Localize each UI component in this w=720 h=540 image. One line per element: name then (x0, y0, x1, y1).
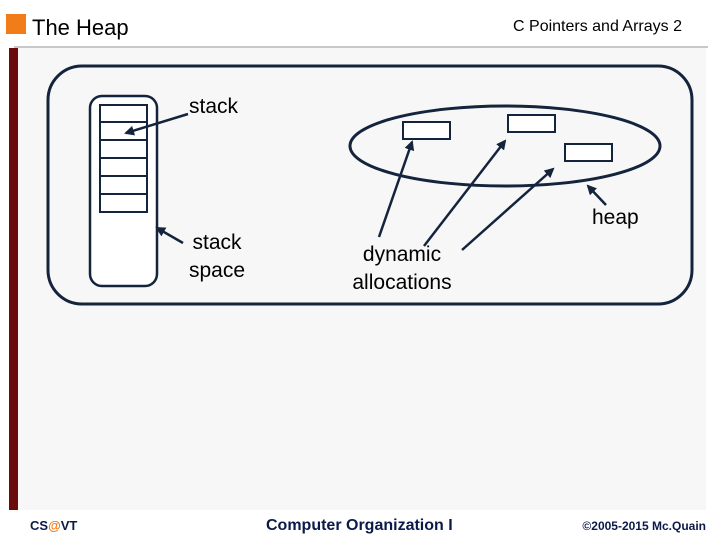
stack-frame (99, 157, 148, 177)
footer-department: CS@VT (30, 516, 77, 536)
slide-header-right: C Pointers and Arrays 2 (513, 17, 682, 37)
footer-course: Computer Organization I (266, 517, 453, 534)
dynamic-allocations-line2: allocations (352, 271, 452, 294)
arrows (124, 112, 607, 251)
dynamic-allocations-line1: dynamic (362, 243, 442, 266)
heap-block (402, 121, 451, 140)
title-accent-square (6, 14, 26, 34)
stack-frame (99, 175, 148, 195)
stack-frames (99, 104, 148, 213)
slide-title: The Heap (32, 15, 129, 40)
dynamic-allocations-label: dynamic allocations (336, 241, 468, 297)
arrow-allocation-2 (423, 139, 507, 247)
stack-space-label-line1: stack (192, 231, 242, 254)
stack-label: stack (189, 95, 239, 118)
course-title: C Pointers and Arrays (513, 18, 669, 35)
stack-space-label: stack space (176, 229, 258, 285)
footer-dept-suffix: VT (60, 518, 78, 533)
heap-label: heap (592, 206, 639, 229)
left-accent-bar (9, 48, 18, 510)
heap-region (348, 104, 662, 188)
heap-block (564, 143, 613, 162)
arrow-allocation-1 (377, 140, 415, 238)
arrow-stack-label (124, 112, 189, 136)
footer-dept-at: @ (48, 518, 61, 533)
stack-frame (99, 104, 148, 123)
stack-space-label-line2: space (188, 259, 246, 282)
slide-number: 2 (673, 18, 682, 35)
arrow-heap (586, 184, 607, 206)
stack-frame (99, 121, 148, 141)
heap-block (507, 114, 556, 133)
arrow-allocation-3 (461, 167, 555, 251)
footer-copyright: ©2005-2015 Mc.Quain (582, 519, 706, 533)
stack-frame (99, 139, 148, 159)
footer-dept-prefix: CS (30, 518, 49, 533)
arrow-stack-space (155, 226, 184, 245)
address-space-outline (46, 64, 694, 306)
stack-frame (99, 193, 148, 213)
header-divider (14, 46, 708, 48)
